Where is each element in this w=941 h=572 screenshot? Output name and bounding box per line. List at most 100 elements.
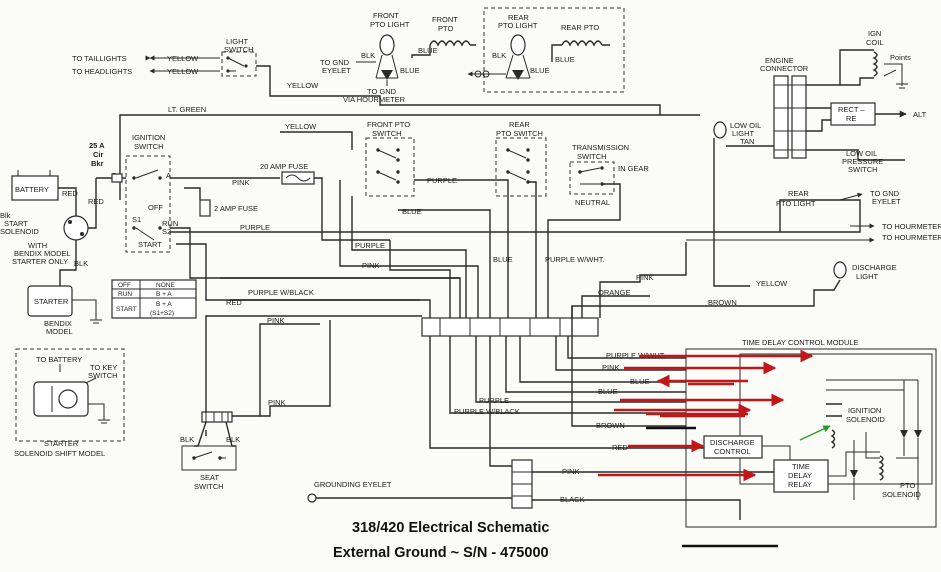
- right-wires: REAR PTO LIGHT TO GND EYELET TO HOURMETE…: [571, 160, 941, 318]
- schematic-title-line-1: 318/420 Electrical Schematic: [352, 520, 550, 536]
- fuse-2-label: 2 AMP FUSE: [214, 204, 258, 213]
- ignition-switch-label-1: IGNITION: [132, 133, 165, 142]
- discharge-control-label-1: DISCHARGE: [710, 438, 755, 447]
- purple-label-2: PURPLE: [355, 241, 385, 250]
- to-battery-label: TO BATTERY: [36, 355, 82, 364]
- tt-r0-c0: OFF: [118, 282, 131, 289]
- blue-label-3: BLUE: [630, 377, 650, 386]
- lt-green-label: LT. GREEN: [168, 105, 206, 114]
- black-label: BLACK: [560, 495, 585, 504]
- engine-connector-label-2: CONNECTOR: [760, 64, 809, 73]
- engine-connector-group: ENGINE CONNECTOR IGN COIL Points RECT – …: [713, 29, 927, 174]
- tt-r1-c1: B + A: [156, 291, 172, 298]
- fuse-20-label: 20 AMP FUSE: [260, 162, 308, 171]
- tt-r2-c1: B + A: [156, 301, 172, 308]
- blue-label-front-light: BLUE: [400, 66, 420, 75]
- starter-motor-icon: [27, 285, 73, 317]
- blue-label-front-pto: BLUE: [418, 46, 438, 55]
- yellow-wire-label-4: YELLOW: [285, 122, 317, 131]
- rear-pto-coil: [561, 40, 603, 47]
- yellow-wire-label-2: YELLOW: [167, 67, 199, 76]
- time-delay-relay-label-2: DELAY: [788, 471, 812, 480]
- cir-bkr-label-3: Bkr: [91, 159, 104, 168]
- schematic-title-line-2: External Ground ~ S/N - 475000: [333, 545, 549, 561]
- lt-green-wire: [119, 114, 660, 200]
- neutral-label: NEUTRAL: [575, 198, 610, 207]
- start-solenoid-label-1: START: [4, 219, 28, 228]
- ignition-solenoid-coil: [826, 403, 842, 449]
- front-pto-switch-label-2: SWITCH: [372, 129, 402, 138]
- transmission-switch-label-1: TRANSMISSION: [572, 143, 629, 152]
- sw-run-label: RUN: [162, 219, 178, 228]
- highlight-arrows: [598, 349, 831, 548]
- pink-label-2: PINK: [362, 261, 380, 270]
- bendix-note-label-2: BENDIX MODEL: [14, 249, 71, 258]
- transmission-switch-label-2: SWITCH: [577, 152, 607, 161]
- purple-label-3: PURPLE: [427, 176, 457, 185]
- sw-off-label: OFF: [148, 203, 163, 212]
- to-headlights-label: TO HEADLIGHTS: [72, 67, 132, 76]
- fuse-2-amp: [199, 199, 211, 217]
- cir-bkr-label-2: Cir: [93, 150, 104, 159]
- purple-label-4: PURPLE: [479, 396, 509, 405]
- blue-label-rear-pto: BLUE: [555, 55, 575, 64]
- to-taillights-label: TO TAILLIGHTS: [72, 54, 127, 63]
- ignition-solenoid-label-1: IGNITION: [848, 406, 881, 415]
- low-oil-light-bulb-icon: [713, 121, 727, 139]
- brown-label-2: BROWN: [596, 421, 625, 430]
- tt-r2-c0: START: [116, 306, 137, 313]
- blue-label-4: BLUE: [598, 387, 618, 396]
- to-key-switch-label-2: SWITCH: [88, 371, 118, 380]
- pink-label-5: PINK: [602, 363, 620, 372]
- to-gnd-eyelet-label-1: TO GND: [320, 58, 350, 67]
- harness-bundle: PURPLE PINK BLUE PURPLE BLUE PURPLE W/WH…: [205, 176, 621, 412]
- discharge-light-label-2: LIGHT: [856, 272, 879, 281]
- purple-w-wht-label-2: PURPLE W/WHT.: [606, 351, 666, 360]
- light-switch-label-2: SWITCH: [224, 45, 254, 54]
- purple-w-wht-label-1: PURPLE W/WHT.: [545, 255, 605, 264]
- ignition-solenoid-label-2: SOLENOID: [846, 415, 885, 424]
- rear-pto-light-r-label-1: REAR: [788, 189, 809, 198]
- tt-r3-c1: (S1+S2): [150, 310, 174, 317]
- grounding-eyelet-icon: [307, 493, 317, 503]
- front-pto-bulb-icon: [379, 34, 395, 56]
- red-label-batt-1: RED: [62, 189, 78, 198]
- to-key-switch-label-1: TO KEY: [90, 363, 117, 372]
- front-pto-switch-label-1: FRONT PTO: [367, 120, 410, 129]
- ign-coil-label-2: COIL: [866, 38, 884, 47]
- rear-pto-light-r-label-2: PTO LIGHT: [776, 199, 816, 208]
- purple-w-black-label-1: PURPLE W/BLACK: [248, 288, 314, 297]
- bendix-note-label-1: WITH: [28, 241, 47, 250]
- time-delay-module: TIME DELAY CONTROL MODULE DISCHARGE CONT…: [685, 338, 937, 528]
- low-oil-light-label-2: LIGHT: [732, 129, 755, 138]
- cir-bkr-label-1: 25 A: [89, 141, 105, 150]
- blue-label-rear-light: BLUE: [530, 66, 550, 75]
- purple-label-1: PURPLE: [240, 223, 270, 232]
- purple-w-black-label-2: PURPLE W/BLACK: [454, 407, 520, 416]
- ignition-switch-label-2: SWITCH: [134, 142, 164, 151]
- seat-switch-label-2: SWITCH: [194, 482, 224, 491]
- red-label-1: RED: [226, 298, 242, 307]
- starter-shift-model: TO BATTERY TO KEY SWITCH STARTER SOLENOI…: [14, 348, 125, 458]
- sw-s1-label: S1: [132, 215, 141, 224]
- rear-pto-light-label-2: PTO LIGHT: [498, 21, 538, 30]
- front-pto-switch: FRONT PTO SWITCH: [365, 120, 415, 197]
- bendix-model-label-1: BENDIX: [44, 319, 72, 328]
- rear-pto-switch: REAR PTO SWITCH: [495, 120, 547, 197]
- rear-pto-light-label-1: REAR: [508, 13, 529, 22]
- low-oil-light-label-1: LOW OIL: [730, 121, 761, 130]
- to-gnd-eyelet-r-label-1: TO GND: [870, 189, 900, 198]
- to-gnd-hourmeter-label-1: TO GND: [367, 87, 397, 96]
- grounding-eyelet-label: GROUNDING EYELET: [314, 480, 392, 489]
- blk-label-seat-2: BLK: [226, 435, 240, 444]
- time-delay-relay-label-3: RELAY: [788, 480, 812, 489]
- rear-pto-switch-label-1: REAR: [509, 120, 530, 129]
- yellow-wire-label-3: YELLOW: [287, 81, 319, 90]
- starter-label: STARTER: [34, 297, 69, 306]
- pto-solenoid-label-1: PTO: [900, 481, 915, 490]
- ign-coil-winding: [872, 51, 878, 77]
- transmission-switch: TRANSMISSION SWITCH IN GEAR NEUTRAL: [569, 143, 649, 207]
- rear-pto-label: REAR PTO: [561, 23, 599, 32]
